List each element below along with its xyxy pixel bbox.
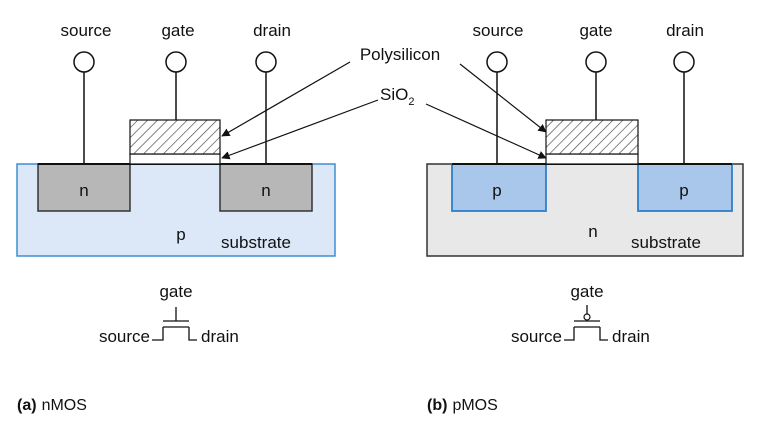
nmos-oxide: [129, 153, 221, 165]
pmos-symbol-drain-wire: [599, 327, 608, 341]
nmos-source-well: [37, 163, 131, 212]
pmos-drain-terminal: [673, 51, 695, 73]
nmos-left-well-label: n: [79, 181, 88, 200]
sio2-label: SiO2: [380, 85, 414, 108]
pmos-symbol-source-label: source: [511, 327, 562, 346]
nmos-gate-terminal: [165, 51, 187, 73]
pmos-left-well-label: p: [492, 181, 501, 200]
sio2-base: SiO: [380, 85, 408, 104]
pmos-substrate-label: substrate: [631, 233, 701, 252]
nmos-caption-text: nMOS: [42, 397, 87, 414]
nmos-caption-tag: (a): [17, 397, 37, 414]
pmos-source-terminal: [486, 51, 508, 73]
nmos-source-label: source: [60, 21, 111, 40]
nmos-drain-terminal: [255, 51, 277, 73]
pmos-symbol-inversion-bubble: [583, 313, 591, 321]
pmos-right-well-label: p: [679, 181, 688, 200]
pmos-gate-terminal: [585, 51, 607, 73]
pmos-drain-well: [637, 163, 733, 212]
pmos-symbol-source-wire: [564, 327, 575, 341]
nmos-source-terminal: [73, 51, 95, 73]
polysilicon-arrow-nmos: [221, 61, 351, 137]
nmos-gate-label: gate: [161, 21, 194, 40]
nmos-symbol-drain-wire: [188, 327, 197, 341]
pmos-caption: (b) pMOS: [427, 397, 498, 414]
nmos-substrate-label: substrate: [221, 233, 291, 252]
sio2-arrow-pmos: [425, 103, 547, 159]
pmos-source-label: source: [472, 21, 523, 40]
pmos-oxide: [545, 153, 639, 165]
pmos-symbol-drain-label: drain: [612, 327, 650, 346]
pmos-source-well: [451, 163, 547, 212]
sio2-arrow-nmos: [221, 99, 379, 160]
nmos-symbol-source-label: source: [99, 327, 150, 346]
polysilicon-label: Polysilicon: [360, 45, 440, 64]
annotations: Polysilicon SiO2: [221, 45, 547, 160]
nmos-right-well-label: n: [261, 181, 270, 200]
pmos-gate-label: gate: [579, 21, 612, 40]
sio2-subscript: 2: [408, 96, 414, 108]
nmos-drain-label: drain: [253, 21, 291, 40]
pmos-symbol: gate source drain: [511, 282, 650, 346]
pmos-substrate-type: n: [588, 222, 597, 241]
pmos-polysilicon-gate: [545, 119, 639, 155]
nmos-symbol-source-wire: [152, 327, 164, 341]
pmos-drain-label: drain: [666, 21, 704, 40]
nmos-symbol-gate-label: gate: [159, 282, 192, 301]
pmos-device: source gate drain p p n substrate: [426, 21, 744, 257]
nmos-symbol-drain-label: drain: [201, 327, 239, 346]
pmos-symbol-gate-label: gate: [570, 282, 603, 301]
polysilicon-arrow-pmos: [459, 63, 547, 133]
nmos-polysilicon-gate: [129, 119, 221, 155]
nmos-symbol: gate source drain: [99, 282, 239, 346]
pmos-caption-text: pMOS: [452, 397, 497, 414]
nmos-substrate-type: p: [176, 225, 185, 244]
nmos-caption: (a) nMOS: [17, 397, 87, 414]
nmos-device: source gate drain n n p substrate: [16, 21, 336, 257]
pmos-caption-tag: (b): [427, 397, 447, 414]
